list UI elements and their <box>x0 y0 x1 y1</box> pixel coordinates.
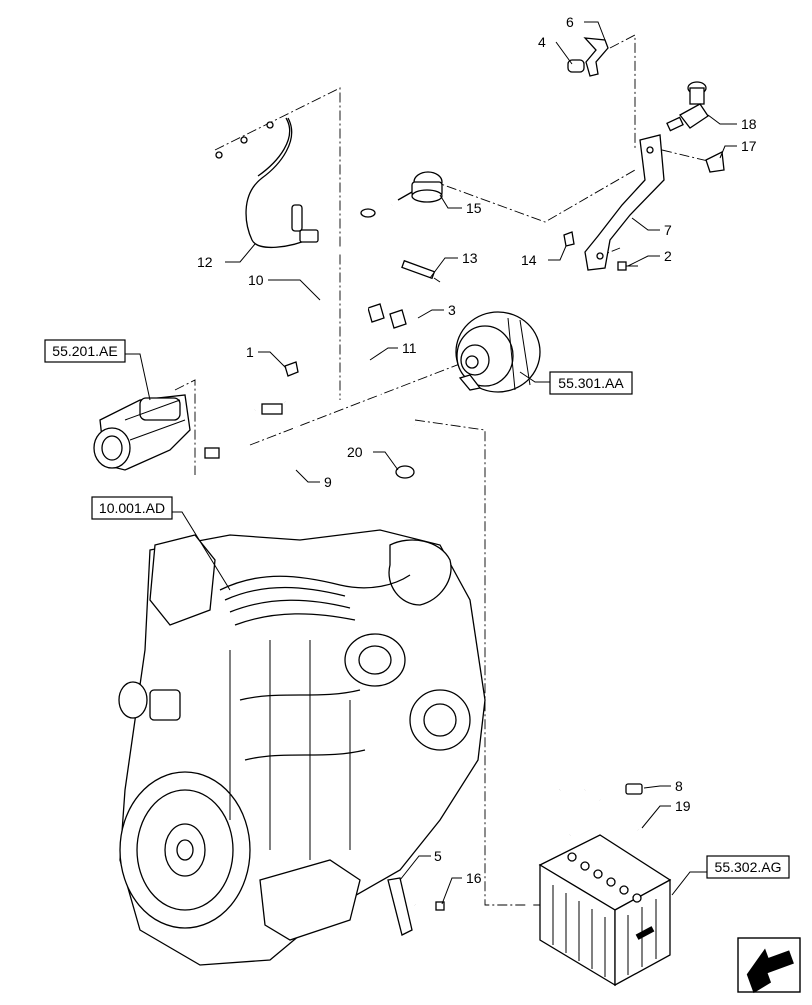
part-14-clip <box>563 231 575 247</box>
part-20-grommet <box>395 465 415 479</box>
next-page-arrow-icon[interactable] <box>737 937 801 994</box>
reference-55-302-ag[interactable]: 55.302.AG <box>706 855 790 879</box>
part-11-hose <box>362 204 416 427</box>
callout-leaders <box>125 21 737 905</box>
part-12-harness <box>215 117 319 249</box>
part-17-pin <box>705 151 725 173</box>
part-16-bolt <box>435 901 445 911</box>
reference-label: 55.302.AG <box>715 859 782 875</box>
part-13-sensor <box>401 259 441 283</box>
battery-cable-part-8 <box>559 783 643 836</box>
part-7-bracket <box>584 134 665 271</box>
callout-13: 13 <box>462 250 478 266</box>
callout-19: 19 <box>675 798 691 814</box>
callout-11: 11 <box>402 340 417 356</box>
reference-label: 55.201.AE <box>52 343 117 359</box>
alternator <box>455 311 541 393</box>
engine-assembly <box>118 529 486 966</box>
battery <box>538 834 672 987</box>
callout-16: 16 <box>466 870 482 886</box>
callout-5: 5 <box>434 848 442 864</box>
part-15-switch <box>397 171 443 203</box>
callout-9: 9 <box>324 474 332 490</box>
starter-motor <box>93 394 191 471</box>
callout-3: 3 <box>448 302 456 318</box>
part-6-clip <box>567 37 609 77</box>
callout-14: 14 <box>521 252 537 268</box>
callout-2: 2 <box>664 248 672 264</box>
callout-8: 8 <box>675 778 683 794</box>
part-3-clips <box>367 303 407 329</box>
callout-numbers: 4 6 18 17 7 2 14 15 13 3 12 10 11 1 9 20… <box>197 14 757 886</box>
callout-17: 17 <box>741 138 757 154</box>
battery-cable-positive <box>413 789 562 948</box>
callout-7: 7 <box>664 222 672 238</box>
part-18-sensor <box>666 81 709 132</box>
callout-15: 15 <box>466 200 482 216</box>
part-9-harness <box>204 400 301 490</box>
reference-55-301-aa[interactable]: 55.301.AA <box>549 371 633 395</box>
callout-10: 10 <box>248 272 264 288</box>
callout-6: 6 <box>566 14 574 30</box>
part-5-clamp <box>387 877 413 936</box>
reference-label: 55.301.AA <box>558 375 624 391</box>
reference-55-201-ae[interactable]: 55.201.AE <box>44 339 126 363</box>
reference-label: 10.001.AD <box>99 500 165 516</box>
callout-20: 20 <box>347 444 363 460</box>
reference-10-001-ad[interactable]: 10.001.AD <box>91 496 173 520</box>
part-1-screw <box>284 361 299 377</box>
callout-12: 12 <box>197 254 213 270</box>
callout-18: 18 <box>741 116 757 132</box>
battery-cable-part-19 <box>599 798 640 831</box>
callout-1: 1 <box>246 344 254 360</box>
callout-4: 4 <box>538 34 546 50</box>
part-4-sleeve <box>567 59 585 73</box>
